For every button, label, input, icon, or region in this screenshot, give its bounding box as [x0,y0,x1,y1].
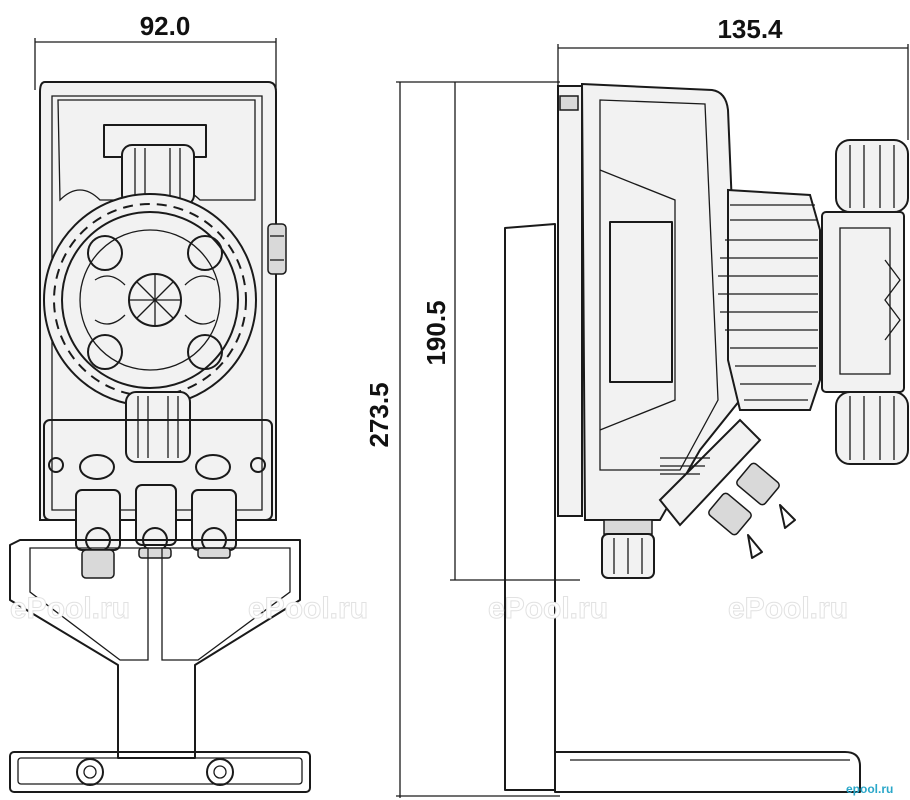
watermark-layer: ePool.ru ePool.ru ePool.ru ePool.ru epoo… [10,592,894,797]
side-cable-gland [601,519,655,579]
bottom-head-fitting [125,391,191,463]
pump-head [43,193,257,407]
bolt-icon [187,235,223,271]
dimension-mount-height: 190.5 [421,82,580,581]
watermark: ePool.ru [10,592,130,625]
dimension-total-height: 273.5 [364,81,560,798]
bolt-icon [87,334,123,370]
top-fitting [121,144,195,206]
dimension-side-depth: 135.4 [557,14,909,140]
side-view: 135.4 [504,14,909,793]
side-cable-connectors [658,418,796,559]
wall-bracket [9,539,311,793]
bottom-connectors [75,484,237,579]
screw-icon [48,457,64,473]
bolt-icon [187,334,223,370]
dimension-front-width: 92.0 [34,11,277,90]
watermark: ePool.ru [488,592,608,625]
corner-logo: epool.ru [846,782,893,796]
mount-hole-icon [206,758,234,786]
motor-heatsink [718,188,821,411]
dimension-label-total-height: 273.5 [364,382,394,447]
mount-hole-icon [76,758,104,786]
dimension-label-side-depth: 135.4 [717,14,783,44]
side-pump-head [821,139,909,465]
dimension-label-front-width: 92.0 [140,11,191,41]
bolt-icon [87,235,123,271]
watermark: ePool.ru [728,592,848,625]
watermark: ePool.ru [248,592,368,625]
front-view: 92.0 [9,11,311,793]
side-display-window [609,221,673,383]
dimension-label-mount-height: 190.5 [421,300,451,365]
screw-icon [250,457,266,473]
